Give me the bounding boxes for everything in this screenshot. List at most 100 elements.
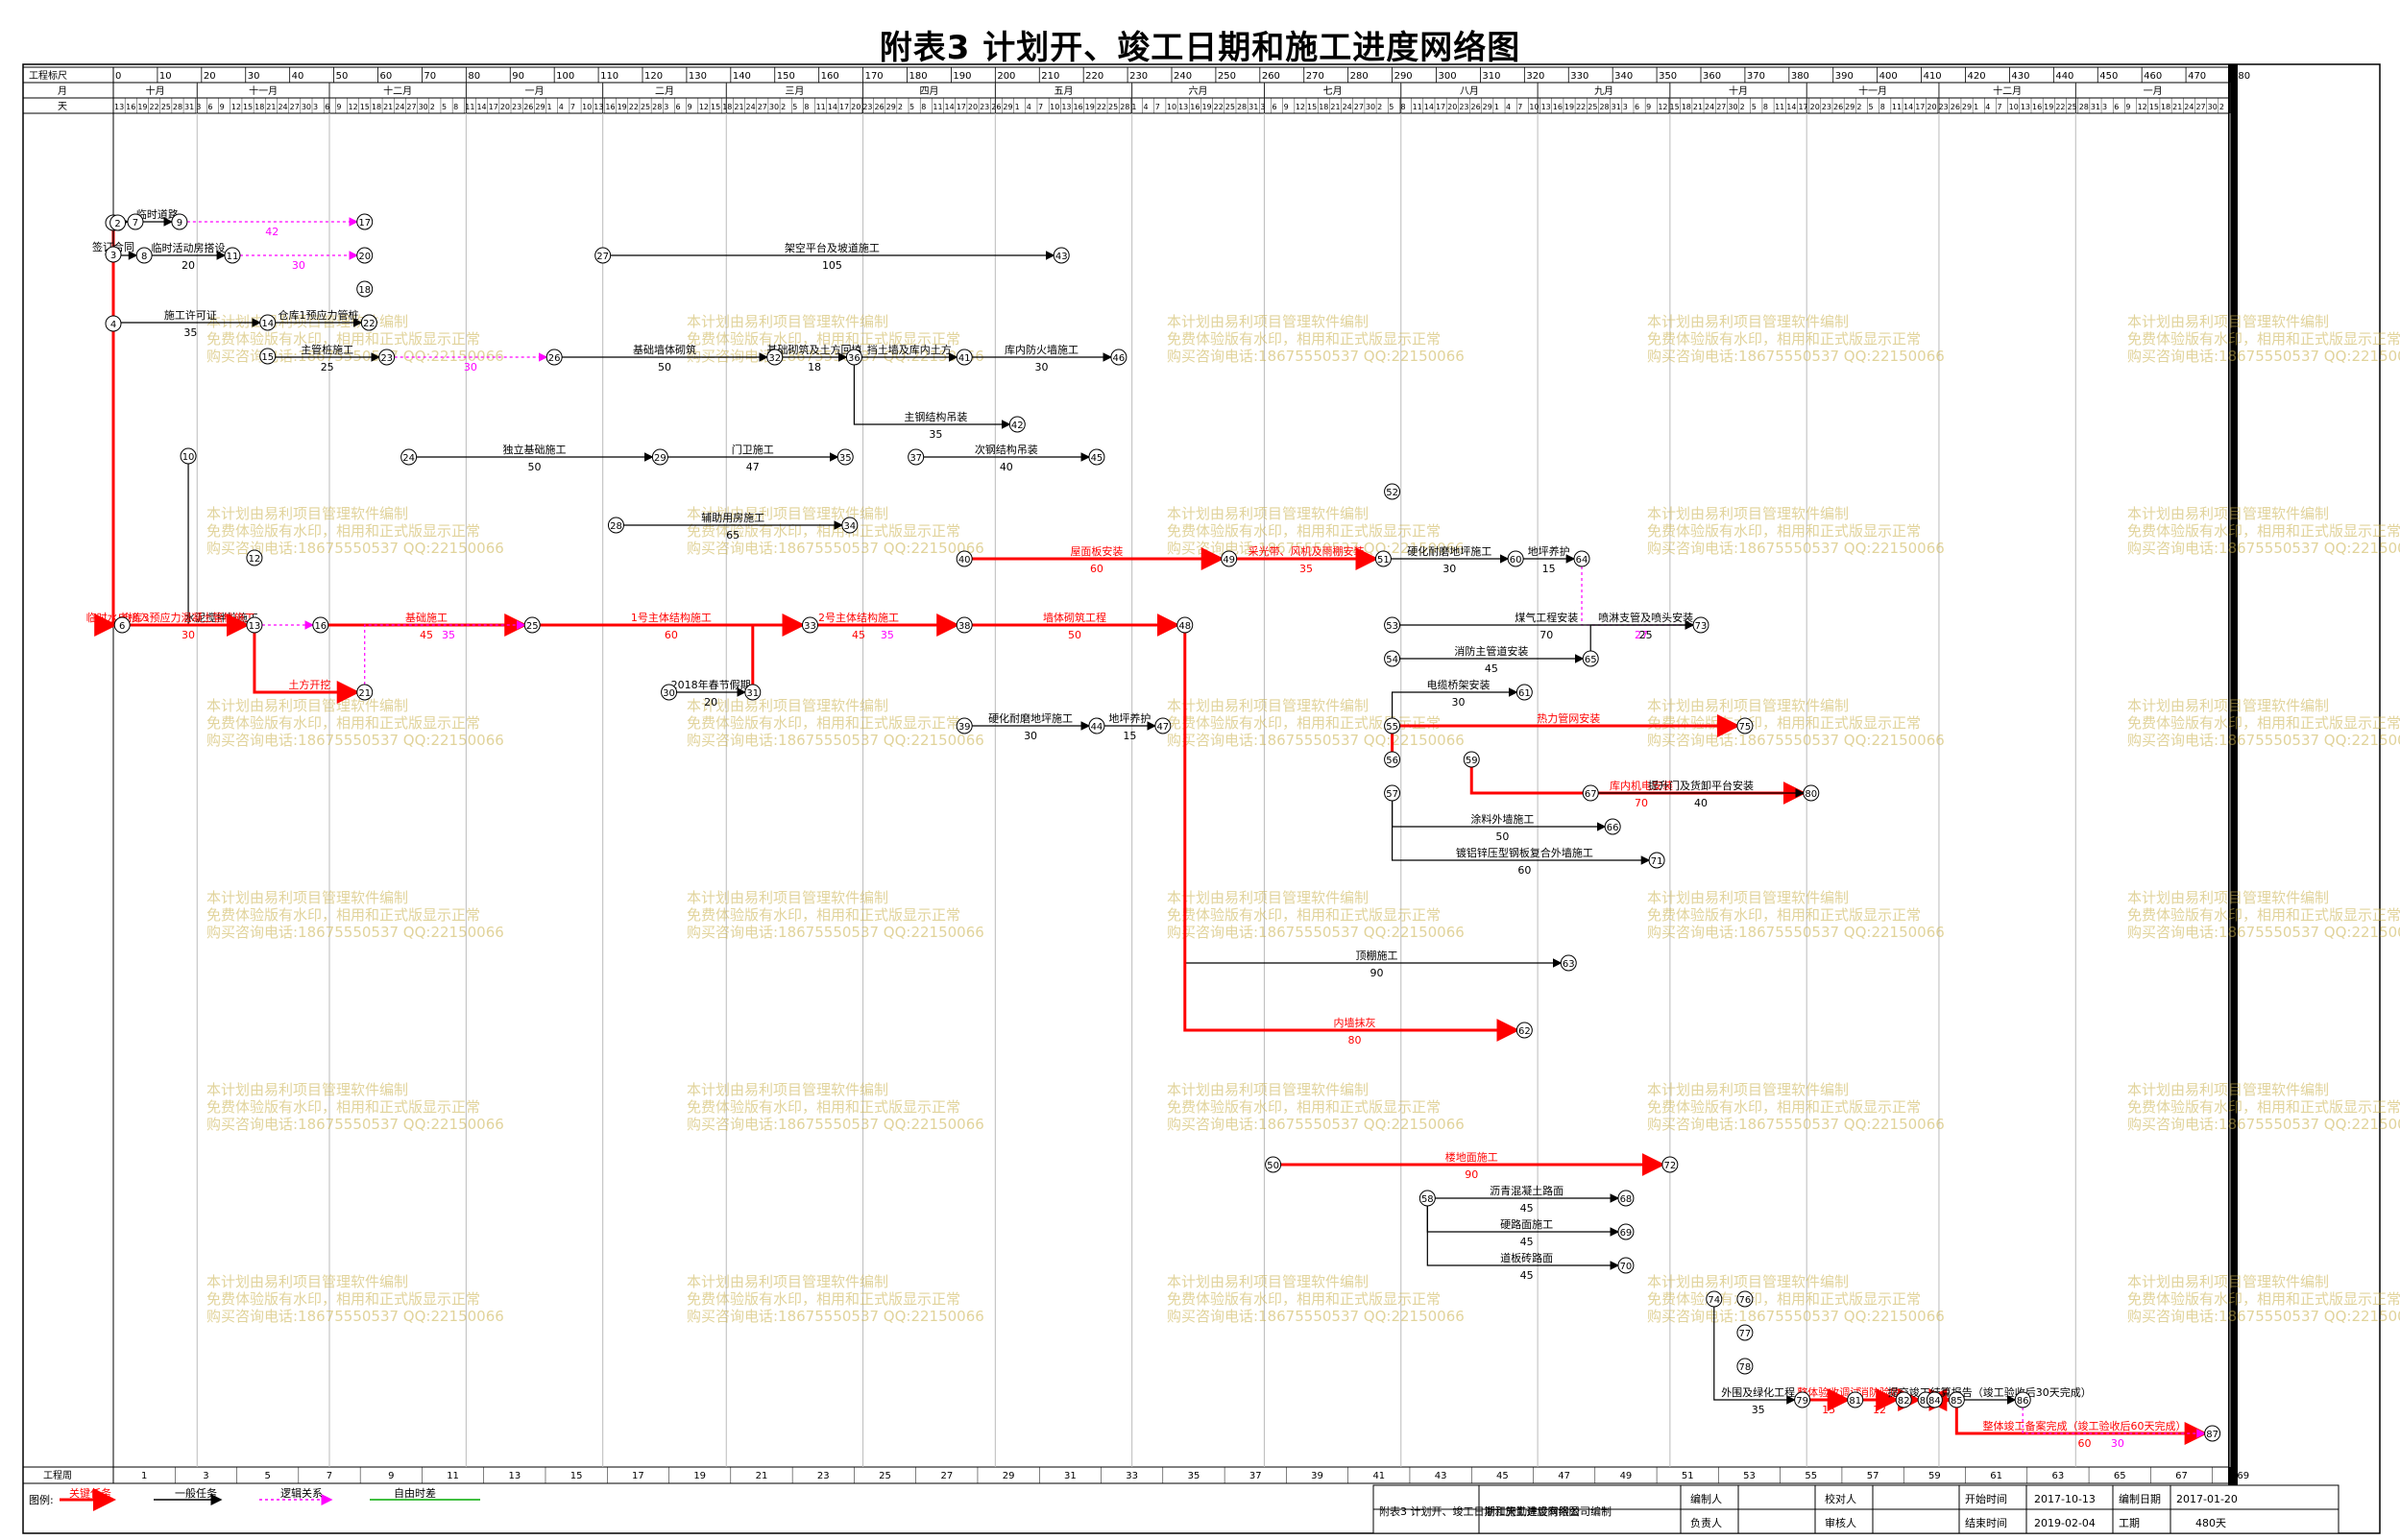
week-value: 7 (327, 1471, 332, 1481)
event-number: 33 (804, 621, 816, 632)
activity-name: 1号主体结构施工 (631, 611, 712, 624)
watermark-text: 购买咨询电话:18675550537 QQ:22150066 (1647, 732, 1945, 749)
event-number: 40 (958, 555, 971, 565)
week-value: 17 (632, 1471, 644, 1481)
day-value: 2 (2219, 103, 2224, 111)
month-name: 二月 (655, 85, 674, 97)
day-value: 3 (313, 103, 318, 111)
activity-name: 顶棚施工 (1356, 949, 1398, 962)
activity-duration: 45 (1520, 1202, 1534, 1215)
activity-name: 库内机电安装 (1610, 779, 1673, 792)
event-number: 23 (380, 353, 393, 364)
event-circle (1736, 1358, 1754, 1375)
event-node: 15 (259, 348, 277, 365)
day-value: 8 (1763, 103, 1768, 111)
event-circle (259, 314, 277, 331)
event-node: 56 (1384, 751, 1401, 768)
watermark-text: 本计划由易利项目管理软件编制 (1167, 1081, 1369, 1098)
event-node: 64 (1573, 550, 1590, 567)
day-value: 11 (933, 103, 942, 111)
event-circle (1176, 616, 1194, 634)
day-value: 3 (1260, 103, 1265, 111)
event-node: 20 (356, 247, 374, 264)
activity-duration: 15 (1822, 1404, 1835, 1416)
event-number: 7 (133, 218, 138, 229)
month-name: 四月 (919, 85, 938, 97)
activity-duration: 35 (442, 629, 455, 641)
activity-name: 整体验收调试 (1797, 1385, 1860, 1399)
event-number: 39 (958, 722, 971, 733)
day-value: 12 (1296, 103, 1305, 111)
activity-arrow (751, 614, 960, 685)
day-value: 3 (196, 103, 201, 111)
day-value: 16 (126, 103, 135, 111)
ruler-tick-label: 200 (997, 71, 1015, 82)
event-number: 20 (358, 252, 371, 262)
day-value: 13 (594, 103, 603, 111)
event-number: 45 (1091, 453, 1103, 464)
ruler-tick-label: 160 (821, 71, 839, 82)
week-value: 5 (265, 1471, 271, 1481)
month-name: 十月 (146, 84, 165, 97)
day-value: 10 (2009, 103, 2019, 111)
event-circle (1573, 550, 1590, 567)
activity-name: 架空平台及坡道施工 (785, 241, 880, 254)
day-value: 19 (1085, 103, 1095, 111)
watermark-text: 免费体验版有水印，相用和正式版显示正常 (206, 714, 480, 732)
watermark-text: 免费体验版有水印，相用和正式版显示正常 (206, 1098, 480, 1116)
footer-compiler-label: 编制人 (1690, 1492, 1722, 1505)
day-value: 16 (2032, 103, 2042, 111)
week-value: 15 (570, 1471, 583, 1481)
activity-duration: 45 (1485, 662, 1498, 675)
day-value: 2 (898, 103, 903, 111)
day-value: 19 (137, 103, 147, 111)
activity-name: 采光带、风机及雨棚安装 (1248, 544, 1365, 558)
day-value: 26 (991, 103, 1001, 111)
day-value: 16 (1190, 103, 1200, 111)
event-number: 50 (1267, 1161, 1279, 1171)
event-node: 77 (1736, 1324, 1754, 1341)
day-value: 23 (862, 103, 872, 111)
day-value: 23 (1939, 103, 1949, 111)
watermark-text: 本计划由易利项目管理软件编制 (1167, 697, 1369, 714)
activity: 30 (394, 352, 548, 373)
event-node: 81 (1847, 1391, 1864, 1408)
day-value: 30 (419, 103, 428, 111)
activity: 30 (239, 251, 358, 272)
week-value: 23 (817, 1471, 830, 1481)
day-value: 14 (1424, 103, 1434, 111)
event-number: 84 (1928, 1396, 1941, 1407)
watermark-text: 免费体验版有水印，相用和正式版显示正常 (687, 906, 960, 924)
event-circle (1384, 616, 1401, 634)
activity-name: 内墙抹灰 (1334, 1016, 1376, 1029)
activity-arrow (1713, 1307, 1796, 1405)
event-number: 58 (1421, 1194, 1434, 1205)
event-circle (1384, 650, 1401, 667)
day-value: 12 (699, 103, 709, 111)
week-label: 工程周 (43, 1470, 72, 1481)
event-number: 31 (746, 688, 759, 699)
activity-arrow (94, 230, 118, 637)
event-node: 11 (224, 247, 241, 264)
watermark: 本计划由易利项目管理软件编制免费体验版有水印，相用和正式版显示正常购买咨询电话:… (1647, 313, 1945, 365)
event-circle (1692, 616, 1709, 634)
day-value: 29 (1962, 103, 1972, 111)
watermark-text: 免费体验版有水印，相用和正式版显示正常 (1647, 330, 1921, 348)
day-value: 5 (1389, 103, 1394, 111)
watermark: 本计划由易利项目管理软件编制免费体验版有水印，相用和正式版显示正常购买咨询电话:… (687, 1081, 984, 1133)
day-value: 3 (2102, 103, 2107, 111)
event-number: 27 (596, 252, 609, 262)
event-node: 3 (105, 246, 122, 263)
week-value: 41 (1372, 1471, 1385, 1481)
activity-name: 2号主体结构施工 (818, 611, 899, 624)
event-node: 39 (956, 717, 973, 734)
watermark-text: 购买咨询电话:18675550537 QQ:22150066 (687, 1308, 984, 1325)
day-value: 24 (2184, 103, 2194, 111)
activity-name: 基础墙体砌筑 (633, 343, 696, 356)
event-number: 70 (1620, 1262, 1633, 1272)
